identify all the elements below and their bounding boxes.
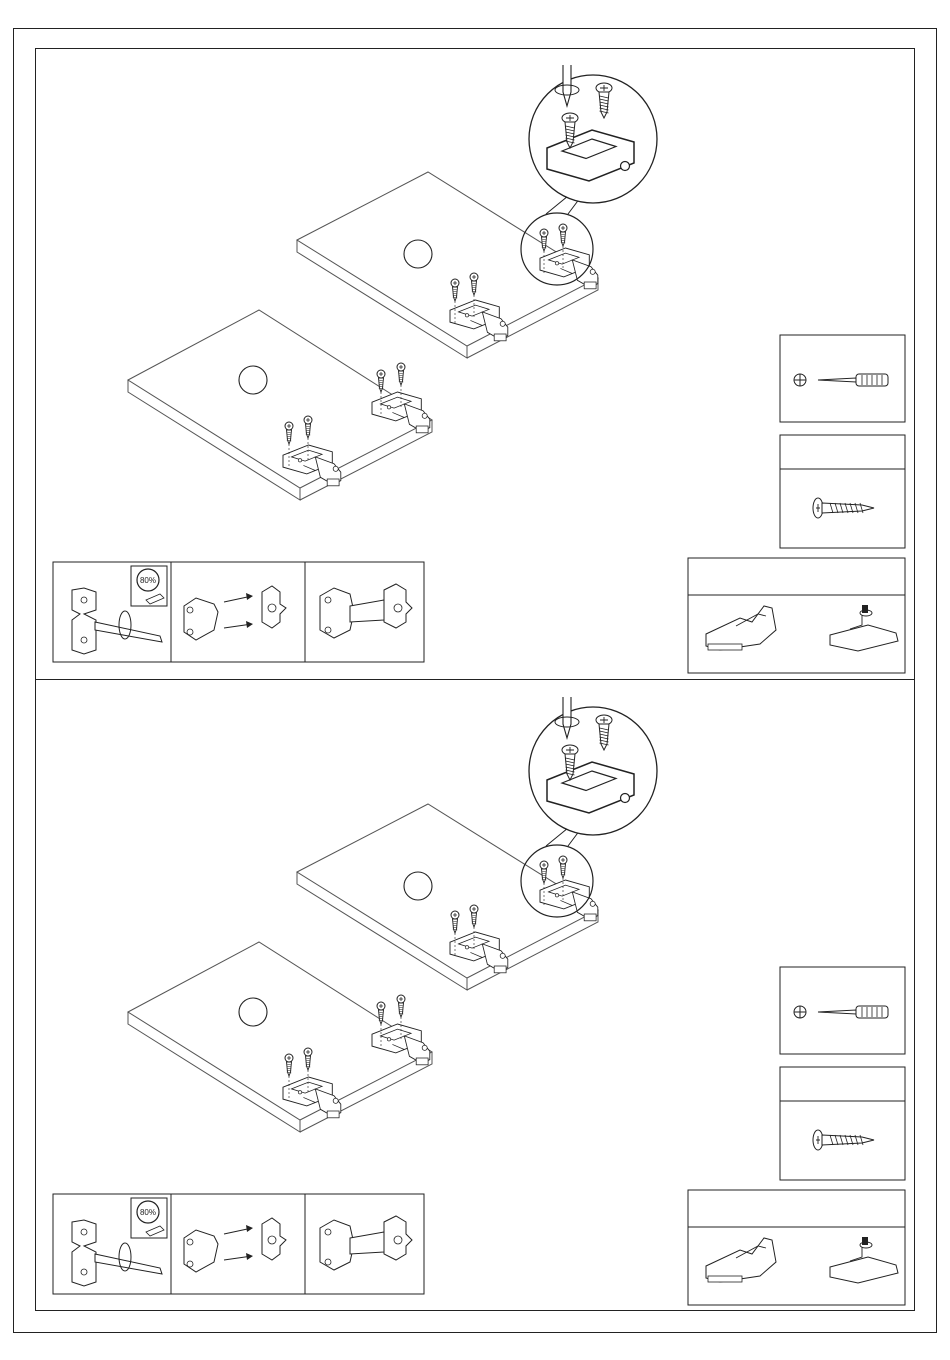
cabinet-door-panel-upper: [297, 804, 598, 990]
torque-percent-label: 80%: [140, 1208, 156, 1217]
assembly-illustration: 80%: [0, 632, 950, 1312]
torque-percent-label: 80%: [140, 576, 156, 585]
tool-box-screwdriver: [780, 967, 905, 1054]
part-label-circle: [239, 998, 267, 1026]
hardware-box-screw: [780, 435, 905, 548]
cabinet-door-panel-lower: [128, 942, 432, 1132]
tool-box-screwdriver: [780, 335, 905, 422]
part-label-circle: [404, 872, 432, 900]
hardware-box-screw: [780, 1067, 905, 1180]
assembly-step-section-bottom: 80%: [0, 632, 950, 1312]
installation-steps-strip: 80%: [53, 1194, 424, 1294]
part-label-circle: [404, 240, 432, 268]
hardware-box-hinge: [688, 1190, 905, 1305]
part-label-circle: [239, 366, 267, 394]
cabinet-door-panel-upper: [297, 172, 598, 358]
cabinet-door-panel-lower: [128, 310, 432, 500]
assembly-illustration: 80%: [0, 0, 950, 680]
assembly-step-section-top: 80%: [0, 0, 950, 680]
